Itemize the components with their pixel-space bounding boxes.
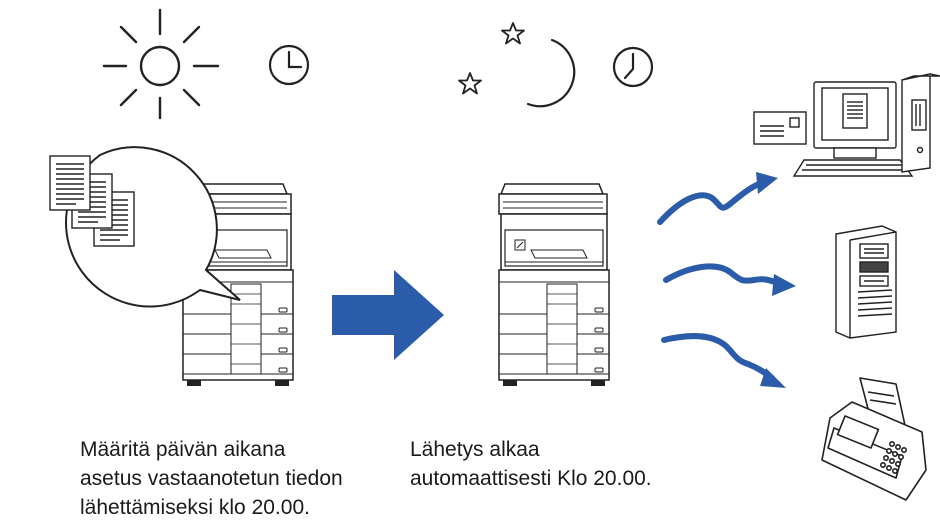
copier-right (498, 183, 610, 387)
sun-icon (102, 8, 220, 120)
caption-line: automaattisesti Klo 20.00. (410, 467, 652, 490)
transmission-arrow-middle (663, 263, 783, 287)
fax-icon (821, 377, 927, 501)
clock-icon (612, 46, 654, 88)
transmission-arrow-bottom (661, 333, 775, 381)
arrowhead-icon (760, 368, 786, 388)
caption-line: Määritä päivän aikana (80, 438, 286, 461)
caption-line: lähettämiseksi klo 20.00. (80, 496, 310, 519)
arrowhead-icon (772, 274, 796, 296)
caption-line: asetus vastaanotetun tiedon (80, 467, 343, 490)
clock-icon (268, 44, 310, 86)
star-icon (458, 72, 482, 95)
transmission-arrows (657, 179, 783, 381)
arrowhead-icon (756, 172, 778, 194)
caption-line: Lähetys alkaa (410, 438, 540, 461)
arrow-right-icon (332, 270, 444, 360)
caption-schedule-setup: Määritä päivän aikana asetus vastaanotet… (80, 435, 343, 522)
caption-auto-send: Lähetys alkaa automaattisesti Klo 20.00. (410, 435, 652, 493)
transmission-arrow-top (657, 179, 767, 225)
star-icon (501, 22, 525, 45)
document-callout (49, 146, 241, 308)
moon-icon (526, 38, 576, 108)
computer-icon (753, 73, 940, 177)
document-icon (49, 155, 91, 211)
server-icon (835, 225, 897, 339)
